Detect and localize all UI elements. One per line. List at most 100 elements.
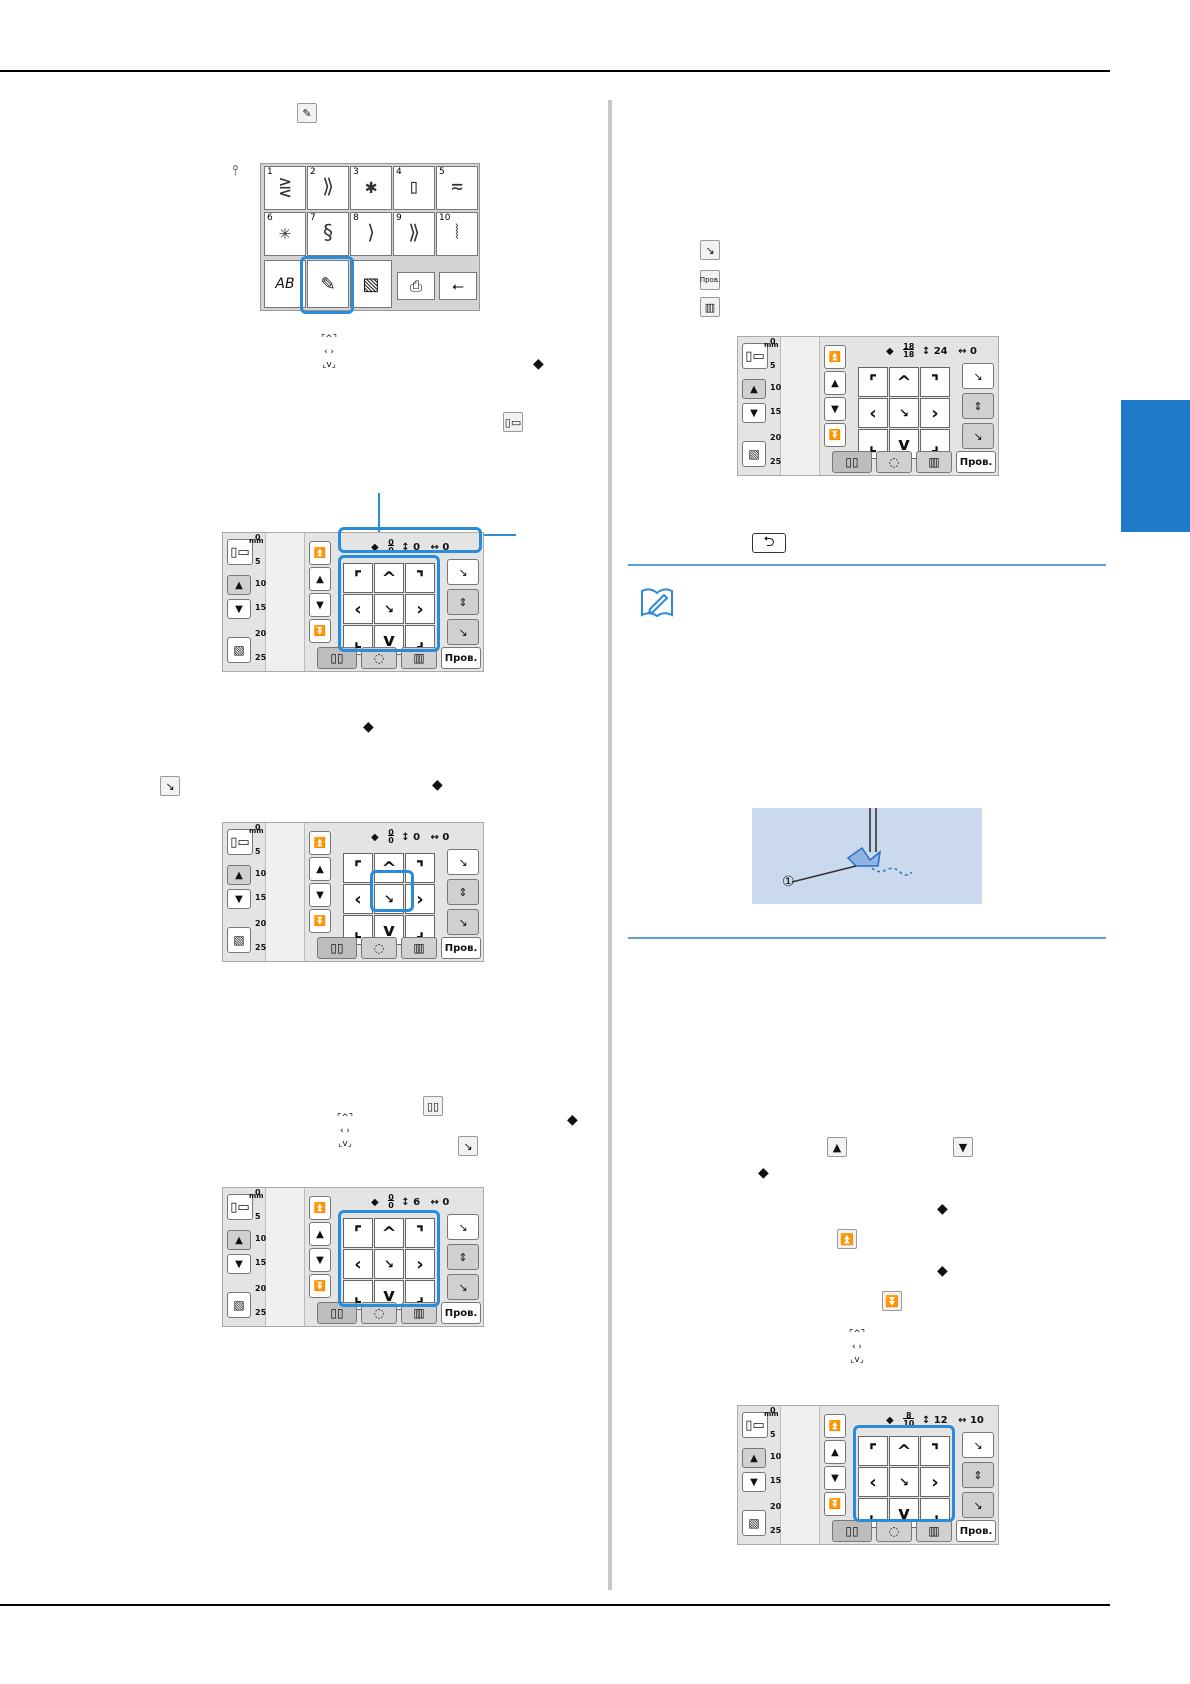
fast-down-button[interactable]: ⏬ [309, 1274, 331, 1298]
scroll-down-button[interactable]: ▼ [227, 889, 251, 909]
stitch-type-button[interactable]: ▯▯ [317, 937, 357, 959]
arrow-up-right-button[interactable]: ⌝ [920, 367, 950, 397]
scroll-down-button[interactable]: ▼ [742, 403, 766, 423]
mode-toggle-button[interactable]: ▯▭ [227, 539, 253, 565]
page-button[interactable]: ▥ [401, 937, 437, 959]
page-button[interactable]: ▥ [401, 1302, 437, 1324]
mode-toggle-button[interactable]: ▯▭ [742, 1412, 768, 1438]
image-button[interactable]: ▧ [227, 1292, 251, 1318]
thread-button[interactable]: ◌ [361, 647, 397, 669]
arrow-left-button[interactable]: ‹ [858, 1467, 888, 1497]
insert-point-button[interactable]: ↘ [447, 1214, 479, 1240]
stitch-key-3[interactable]: 3✱ [350, 166, 392, 210]
arrow-right-button[interactable]: › [405, 1249, 435, 1279]
my-custom-stitch-key[interactable]: ✎ [307, 260, 349, 308]
point-up-button[interactable]: ▲ [309, 857, 331, 881]
fast-down-button[interactable]: ⏬ [309, 619, 331, 643]
point-up-button[interactable]: ▲ [824, 371, 846, 395]
scroll-up-button[interactable]: ▲ [227, 575, 251, 595]
fast-down-button[interactable]: ⏬ [824, 1492, 846, 1516]
fast-up-button[interactable]: ⏫ [309, 1196, 331, 1220]
stitch-key-8[interactable]: 8⟩ [350, 212, 392, 256]
arrow-up-left-button[interactable]: ⌜ [343, 563, 373, 593]
point-down-button[interactable]: ▼ [824, 397, 846, 421]
provision-button[interactable]: Пров. [956, 451, 996, 473]
scroll-down-button[interactable]: ▼ [227, 1254, 251, 1274]
thread-button[interactable]: ◌ [876, 451, 912, 473]
stitch-key-4[interactable]: 4▯ [393, 166, 435, 210]
arrow-up-button[interactable]: ^ [374, 563, 404, 593]
provision-button[interactable]: Пров. [441, 937, 481, 959]
stitch-key-1[interactable]: 1⋛ [264, 166, 306, 210]
arrow-up-right-button[interactable]: ⌝ [920, 1436, 950, 1466]
image-button[interactable]: ▧ [742, 1510, 766, 1536]
scroll-down-button[interactable]: ▼ [227, 599, 251, 619]
insert-point-button[interactable]: ↘ [447, 849, 479, 875]
delete-point-button[interactable]: ↘ [447, 619, 479, 645]
stitch-type-button[interactable]: ▯▯ [832, 1520, 872, 1542]
arrow-up-right-button[interactable]: ⌝ [405, 853, 435, 883]
stitch-key-9[interactable]: 9⟫ [393, 212, 435, 256]
move-point-button[interactable]: ⇕ [447, 589, 479, 615]
stitch-type-button[interactable]: ▯▯ [832, 451, 872, 473]
stitch-key-2[interactable]: 2⟫ [307, 166, 349, 210]
arrow-up-left-button[interactable]: ⌜ [858, 1436, 888, 1466]
set-point-button[interactable]: ↘ [889, 1467, 919, 1497]
arrow-up-right-button[interactable]: ⌝ [405, 563, 435, 593]
stitch-type-button[interactable]: ▯▯ [317, 1302, 357, 1324]
thread-button[interactable]: ◌ [361, 1302, 397, 1324]
insert-point-button[interactable]: ↘ [447, 559, 479, 585]
point-down-button[interactable]: ▼ [309, 1248, 331, 1272]
delete-point-button[interactable]: ↘ [962, 1492, 994, 1518]
scroll-up-button[interactable]: ▲ [742, 379, 766, 399]
thread-button[interactable]: ◌ [361, 937, 397, 959]
arrow-up-button[interactable]: ^ [889, 367, 919, 397]
move-point-button[interactable]: ⇕ [447, 1244, 479, 1270]
machine-memory-key[interactable]: ⎙ [397, 272, 435, 300]
stitch-key-10[interactable]: 10⦚ [436, 212, 478, 256]
move-point-button[interactable]: ⇕ [962, 1462, 994, 1488]
page-button[interactable]: ▥ [916, 451, 952, 473]
delete-point-button[interactable]: ↘ [447, 1274, 479, 1300]
fast-up-button[interactable]: ⏫ [309, 541, 331, 565]
saved-stitch-key[interactable]: ▧ [350, 260, 392, 308]
point-up-button[interactable]: ▲ [309, 567, 331, 591]
provision-button[interactable]: Пров. [441, 1302, 481, 1324]
arrow-right-button[interactable]: › [920, 398, 950, 428]
delete-point-button[interactable]: ↘ [962, 423, 994, 449]
arrow-up-left-button[interactable]: ⌜ [343, 1218, 373, 1248]
arrow-up-left-button[interactable]: ⌜ [858, 367, 888, 397]
arrow-up-right-button[interactable]: ⌝ [405, 1218, 435, 1248]
move-point-button[interactable]: ⇕ [447, 879, 479, 905]
point-down-button[interactable]: ▼ [309, 593, 331, 617]
arrow-up-button[interactable]: ^ [374, 853, 404, 883]
mode-toggle-button[interactable]: ▯▭ [742, 343, 768, 369]
point-up-button[interactable]: ▲ [309, 1222, 331, 1246]
set-point-button[interactable]: ↘ [374, 1249, 404, 1279]
scroll-down-button[interactable]: ▼ [742, 1472, 766, 1492]
page-button[interactable]: ▥ [401, 647, 437, 669]
point-up-button[interactable]: ▲ [824, 1440, 846, 1464]
insert-point-button[interactable]: ↘ [962, 1432, 994, 1458]
fast-up-button[interactable]: ⏫ [824, 345, 846, 369]
stitch-type-button[interactable]: ▯▯ [317, 647, 357, 669]
set-point-button[interactable]: ↘ [374, 594, 404, 624]
provision-button[interactable]: Пров. [956, 1520, 996, 1542]
arrow-left-button[interactable]: ‹ [343, 1249, 373, 1279]
image-button[interactable]: ▧ [742, 441, 766, 467]
fast-up-button[interactable]: ⏫ [309, 831, 331, 855]
insert-point-button[interactable]: ↘ [962, 363, 994, 389]
arrow-up-left-button[interactable]: ⌜ [343, 853, 373, 883]
arrow-left-button[interactable]: ‹ [343, 884, 373, 914]
delete-point-button[interactable]: ↘ [447, 909, 479, 935]
set-point-button[interactable]: ↘ [889, 398, 919, 428]
arrow-left-button[interactable]: ‹ [858, 398, 888, 428]
stitch-key-5[interactable]: 5≂ [436, 166, 478, 210]
provision-button[interactable]: Пров. [441, 647, 481, 669]
stitch-key-7[interactable]: 7§ [307, 212, 349, 256]
mode-toggle-button[interactable]: ▯▭ [227, 1194, 253, 1220]
page-button[interactable]: ▥ [916, 1520, 952, 1542]
image-button[interactable]: ▧ [227, 637, 251, 663]
fast-down-button[interactable]: ⏬ [824, 423, 846, 447]
image-button[interactable]: ▧ [227, 927, 251, 953]
